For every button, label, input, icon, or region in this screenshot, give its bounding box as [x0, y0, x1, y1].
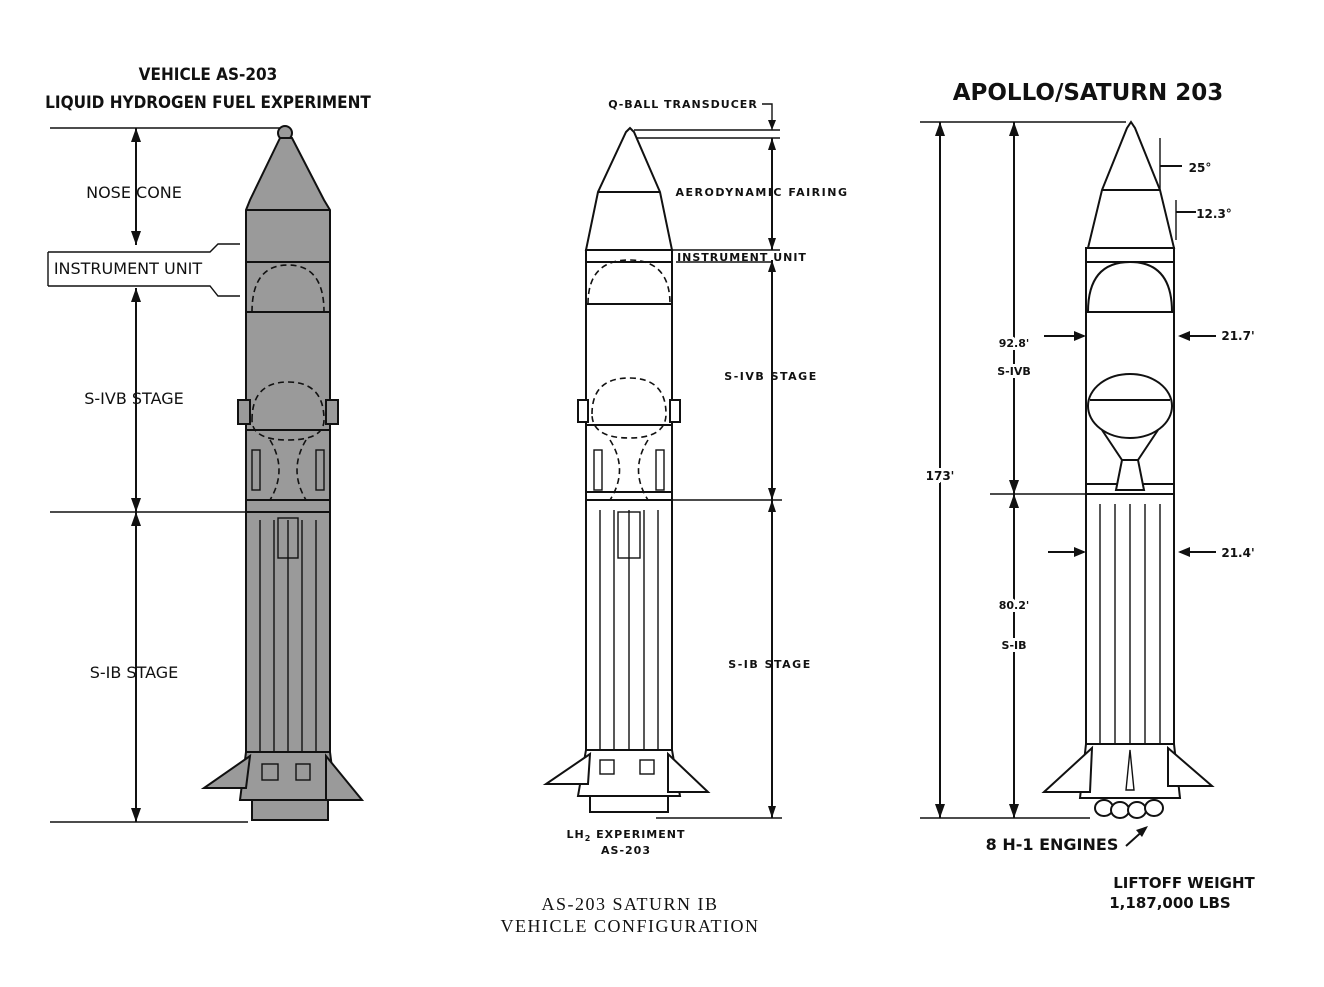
left-rocket-illustration	[200, 125, 365, 821]
middle-label-qball: Q-BALL TRANSDUCER	[608, 98, 758, 111]
right-angle-lower: 12.3°	[1196, 207, 1232, 221]
right-diameter-lower: 21.4'	[1221, 546, 1254, 560]
left-dimension-lines	[47, 127, 285, 823]
right-total-height: 173'	[926, 469, 955, 483]
right-liftoff-line1: LIFTOFF WEIGHT	[1113, 874, 1255, 892]
middle-label-instrument-unit: INSTRUMENT UNIT	[677, 251, 807, 264]
left-label-sib-stage: S-IB STAGE	[90, 663, 179, 682]
middle-rocket-illustration	[542, 126, 711, 813]
right-sib-height: 80.2'	[999, 599, 1030, 612]
left-title-line2: LIQUID HYDROGEN FUEL EXPERIMENT	[45, 93, 371, 113]
left-title-line1: VEHICLE AS-203	[139, 65, 278, 85]
right-engines-label: 8 H-1 ENGINES	[986, 835, 1119, 854]
middle-label-fairing: AERODYNAMIC FAIRING	[676, 186, 849, 199]
right-diameter-upper: 21.7'	[1221, 329, 1254, 343]
right-liftoff-line2: 1,187,000 LBS	[1109, 894, 1230, 912]
caption-line1: AS-203 SATURN IB	[541, 894, 718, 914]
left-panel: VEHICLE AS-203 LIQUID HYDROGEN FUEL EXPE…	[45, 65, 371, 823]
right-angle-upper: 25°	[1189, 161, 1212, 175]
right-sib-label: S-IB	[1002, 639, 1027, 652]
right-sivb-label: S-IVB	[997, 365, 1030, 378]
left-label-nose-cone: NOSE CONE	[86, 183, 182, 202]
middle-label-lh2-experiment: LH2 EXPERIMENT	[567, 828, 686, 843]
right-rocket-illustration	[1041, 120, 1215, 819]
middle-label-sivb-stage: S-IVB STAGE	[724, 370, 817, 383]
caption-line2: VEHICLE CONFIGURATION	[501, 916, 760, 936]
middle-label-as203: AS-203	[601, 844, 651, 857]
right-title: APOLLO/SATURN 203	[953, 80, 1224, 106]
right-sivb-height: 92.8'	[999, 337, 1030, 350]
middle-label-sib-stage: S-IB STAGE	[728, 658, 811, 671]
left-label-instrument-unit: INSTRUMENT UNIT	[54, 259, 203, 278]
middle-panel: Q-BALL TRANSDUCER AERODYNAMIC FAIRING IN…	[501, 98, 849, 936]
right-panel: APOLLO/SATURN 203	[920, 80, 1256, 912]
left-label-sivb-stage: S-IVB STAGE	[84, 389, 184, 408]
middle-dimension-lines	[634, 103, 782, 819]
